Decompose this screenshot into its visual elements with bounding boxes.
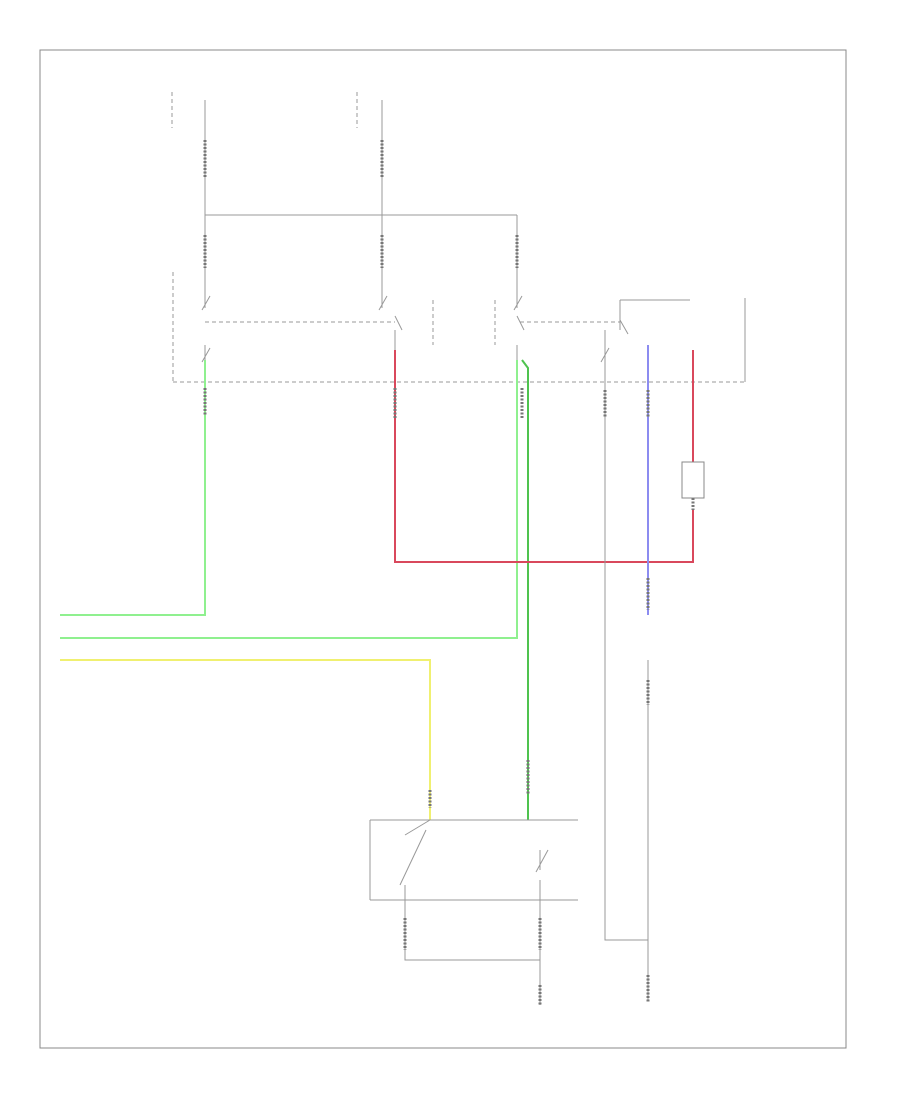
wire-bottom-left bbox=[404, 900, 540, 961]
mid-power-feed bbox=[356, 92, 384, 300]
wire-yellow bbox=[60, 659, 431, 820]
wire-thin-right bbox=[604, 360, 648, 941]
wire-green-second bbox=[60, 360, 518, 639]
wire-green-left bbox=[60, 360, 206, 616]
switch-contacts bbox=[201, 295, 629, 363]
wire-red bbox=[394, 350, 694, 563]
wire-dark-green bbox=[521, 359, 529, 820]
resistor-box bbox=[681, 461, 705, 499]
left-power-feed bbox=[171, 92, 207, 300]
switch-assembly bbox=[172, 272, 746, 383]
diagram-border bbox=[39, 49, 847, 1049]
bottom-module bbox=[369, 819, 578, 901]
